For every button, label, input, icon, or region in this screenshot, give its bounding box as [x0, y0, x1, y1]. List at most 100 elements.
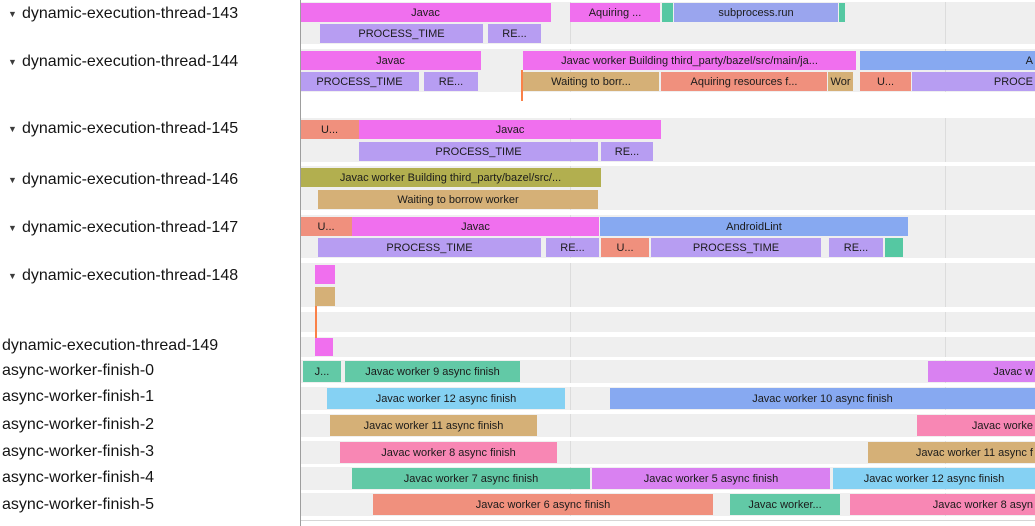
track-label-row[interactable]: async-worker-finish-4 [0, 467, 302, 489]
trace-slice[interactable]: Javac worker... [730, 494, 840, 515]
gridline [570, 263, 571, 307]
track-label: async-worker-finish-3 [2, 443, 155, 460]
trace-slice[interactable]: Javac [352, 217, 599, 236]
trace-slice[interactable]: U... [300, 217, 352, 236]
trace-slice[interactable]: Javac worker 11 async finish [330, 415, 537, 436]
gridline [570, 49, 571, 92]
trace-slice[interactable]: Javac worker 12 async finish [327, 388, 565, 409]
gridline [945, 337, 946, 357]
track-label-panel: ▼dynamic-execution-thread-143▼dynamic-ex… [0, 0, 300, 526]
trace-slice[interactable]: PROCESS_TIME [320, 24, 483, 43]
gridline [570, 118, 571, 162]
track-label-row[interactable]: ▼ dynamic-execution-thread-143 [0, 3, 300, 25]
gridline [570, 441, 571, 464]
trace-slice[interactable]: PROCESS_TIME [300, 72, 419, 91]
track-label: async-worker-finish-1 [2, 388, 155, 405]
track-label: dynamic-execution-thread-147 [22, 219, 239, 236]
track-label: async-worker-finish-5 [2, 496, 155, 513]
trace-slice[interactable]: RE... [546, 238, 599, 257]
trace-slice[interactable]: PROCESS_TIME [651, 238, 821, 257]
trace-slice[interactable]: Javac worker 9 async finish [345, 361, 520, 382]
track-row-background [300, 337, 1035, 357]
track-label-row[interactable]: ▼dynamic-execution-thread-146 [0, 169, 300, 191]
trace-slice[interactable]: J... [303, 361, 341, 382]
track-label-row[interactable]: ▼dynamic-execution-thread-148 [0, 265, 300, 287]
trace-slice[interactable] [839, 3, 845, 22]
trace-slice[interactable] [662, 3, 673, 22]
flow-event-marker [315, 306, 317, 338]
trace-slice[interactable]: Waiting to borr... [523, 72, 659, 91]
expander-icon[interactable]: ▼ [8, 124, 17, 134]
trace-slice[interactable] [315, 338, 333, 356]
gridline [570, 337, 571, 357]
track-label-row[interactable]: async-worker-finish-3 [0, 441, 302, 463]
gridline [570, 166, 571, 210]
trace-slice[interactable]: Javac worker 8 async finish [340, 442, 557, 463]
gridline [570, 312, 571, 332]
flow-event-marker [521, 70, 523, 101]
track-label-row[interactable]: ▼dynamic-execution-thread-145 [0, 118, 300, 140]
track-label-row[interactable]: async-worker-finish-1 [0, 386, 302, 408]
trace-slice[interactable] [315, 265, 335, 284]
track-label-row[interactable]: dynamic-execution-thread-149 [0, 335, 302, 357]
panel-separator [300, 0, 301, 526]
expander-icon[interactable]: ▼ [8, 223, 17, 233]
trace-slice[interactable]: Aquiring ... [570, 3, 660, 22]
trace-slice[interactable]: U... [300, 120, 359, 139]
trace-slice[interactable]: Aquiring resources f... [661, 72, 827, 91]
trace-slice[interactable]: RE... [601, 142, 653, 161]
track-label-row[interactable]: async-worker-finish-5 [0, 494, 302, 516]
track-label: async-worker-finish-2 [2, 416, 155, 433]
track-label-row[interactable]: ▼ dynamic-execution-thread-147 [0, 217, 300, 239]
trace-slice[interactable]: Javac worker 11 async f [868, 442, 1035, 463]
trace-slice[interactable]: Javac worker Building third_party/bazel/… [300, 168, 601, 187]
trace-slice[interactable]: Javac worke [917, 415, 1035, 436]
trace-slice[interactable]: Javac [300, 51, 481, 70]
expander-icon[interactable]: ▼ [8, 271, 17, 281]
trace-slice[interactable]: Javac [359, 120, 661, 139]
trace-slice[interactable]: Javac worker 7 async finish [352, 468, 590, 489]
trace-slice[interactable] [885, 238, 903, 257]
track-label-row[interactable]: ▼dynamic-execution-thread-144 [0, 51, 300, 73]
trace-slice[interactable]: PROCE [912, 72, 1035, 91]
gridline [570, 414, 571, 437]
trace-slice[interactable]: Javac [300, 3, 551, 22]
track-row-background [300, 312, 1035, 332]
gridline [570, 387, 571, 410]
trace-slice[interactable]: Javac w [928, 361, 1035, 382]
trace-slice[interactable]: Javac worker 10 async finish [610, 388, 1035, 409]
expander-icon[interactable]: ▼ [8, 175, 17, 185]
gridline [945, 118, 946, 162]
trace-slice[interactable]: Javac worker Building third_party/bazel/… [523, 51, 856, 70]
trace-slice[interactable]: A [860, 51, 1035, 70]
gridline [945, 166, 946, 210]
trace-slice[interactable]: PROCESS_TIME [359, 142, 598, 161]
trace-slice[interactable]: U... [601, 238, 649, 257]
trace-slice[interactable]: Javac worker 6 async finish [373, 494, 713, 515]
trace-slice[interactable]: U... [860, 72, 911, 91]
trace-slice[interactable]: subprocess.run [674, 3, 838, 22]
trace-slice[interactable]: RE... [488, 24, 541, 43]
expander-icon[interactable]: ▼ [8, 9, 17, 19]
track-label: dynamic-execution-thread-149 [2, 337, 219, 354]
trace-slice[interactable]: Javac worker 8 asyn [850, 494, 1035, 515]
gridline [945, 2, 946, 44]
trace-slice[interactable]: RE... [829, 238, 883, 257]
trace-slice[interactable]: AndroidLint [600, 217, 908, 236]
gridline [570, 2, 571, 44]
gridline [945, 263, 946, 307]
expander-icon[interactable]: ▼ [8, 57, 17, 67]
trace-slice[interactable]: PROCESS_TIME [318, 238, 541, 257]
track-label-row[interactable]: async-worker-finish-0 [0, 360, 302, 382]
trace-slice[interactable]: RE... [424, 72, 478, 91]
trace-slice[interactable]: Wor [828, 72, 853, 91]
trace-slice[interactable]: Javac worker 5 async finish [592, 468, 830, 489]
trace-slice[interactable] [315, 287, 335, 306]
trace-slice[interactable]: Javac worker 12 async finish [833, 468, 1035, 489]
trace-slice[interactable]: Waiting to borrow worker [318, 190, 598, 209]
timeline-bottom-border [300, 520, 1035, 521]
track-label-row[interactable]: async-worker-finish-2 [0, 414, 302, 436]
gridline [945, 215, 946, 258]
track-label: dynamic-execution-thread-143 [22, 5, 239, 22]
